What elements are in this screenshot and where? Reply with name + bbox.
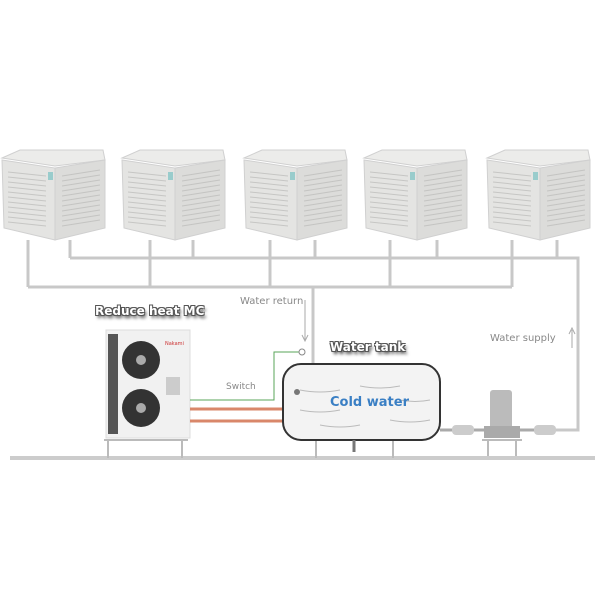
air-cooler-unit — [0, 149, 106, 241]
float-switch-icon — [298, 348, 306, 356]
reduce-heat-mc-unit — [104, 329, 191, 458]
brand-label: Nakami — [165, 341, 184, 347]
cold-water-label: Cold water — [330, 395, 409, 410]
switch-label: Switch — [226, 382, 256, 392]
air-cooler-unit — [120, 149, 226, 241]
air-coolers — [0, 149, 591, 241]
water-supply-arrow — [568, 326, 576, 348]
pipe-network — [26, 240, 580, 432]
water-supply-label: Water supply — [490, 333, 556, 344]
reduce-heat-mc-label: Reduce heat MC — [95, 304, 205, 318]
signal-wire — [190, 351, 300, 401]
water-return-label: Water return — [240, 296, 304, 307]
refrigerant-pipes — [190, 407, 283, 423]
return-risers — [26, 240, 514, 287]
water-return-arrowhead — [301, 334, 309, 343]
air-cooler-unit — [242, 149, 348, 241]
air-cooler-unit — [485, 149, 591, 241]
supply-risers — [68, 240, 559, 258]
supply-pipe — [70, 256, 580, 432]
water-tank-label: Water tank — [330, 340, 406, 354]
water-tank — [282, 363, 441, 458]
water-pump — [440, 390, 556, 456]
ground-rail — [10, 456, 595, 460]
air-cooler-unit — [362, 149, 468, 241]
